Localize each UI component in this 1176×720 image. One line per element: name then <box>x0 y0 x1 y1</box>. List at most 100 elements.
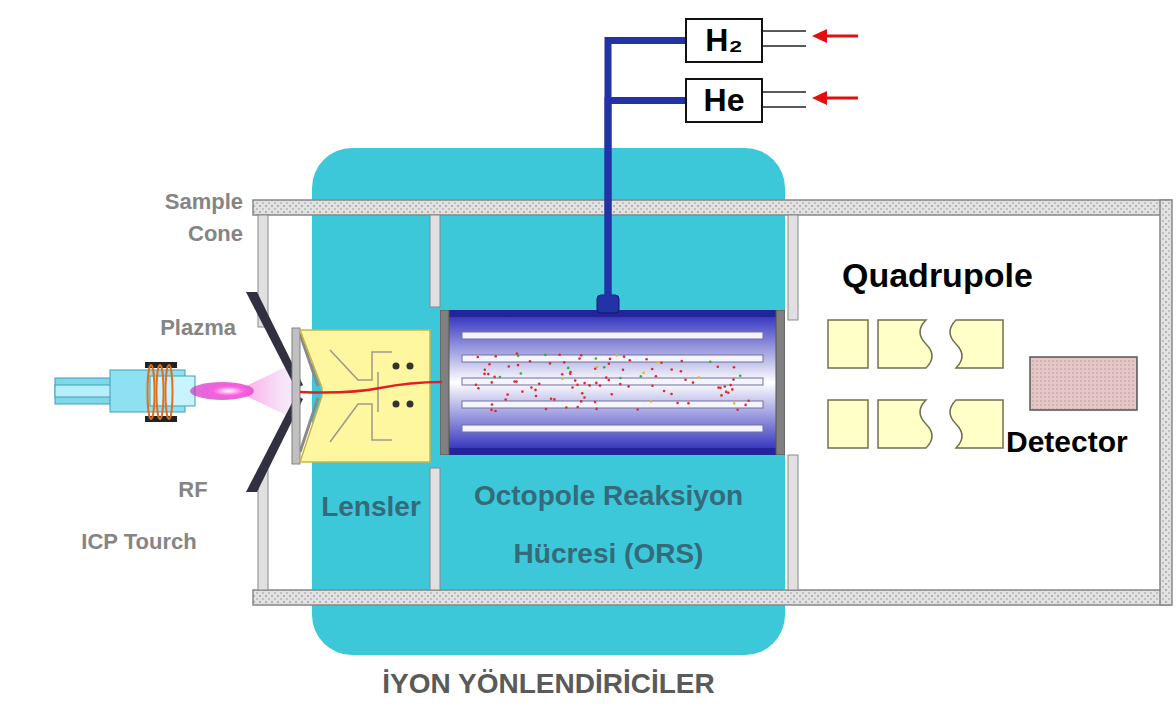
ion-particle <box>744 404 747 407</box>
ion-particle <box>513 380 516 383</box>
ion-particle <box>580 400 583 403</box>
lens-element <box>330 350 392 380</box>
ion-particle <box>490 409 493 412</box>
ion-particle <box>657 361 660 364</box>
ion-particle <box>676 402 679 405</box>
ion-particle <box>530 386 533 389</box>
ion-particle <box>611 393 614 396</box>
flow-arrow <box>812 91 827 105</box>
lens-dot <box>407 363 414 370</box>
ion-particle <box>729 384 732 387</box>
region-shape <box>312 148 785 655</box>
ion-particle <box>483 373 486 376</box>
ion-particle <box>491 381 494 384</box>
gas-name: He <box>704 82 745 119</box>
plasma <box>190 382 254 400</box>
rf-coil <box>166 365 173 419</box>
quadrupole-rod <box>950 400 1003 448</box>
ion-particle <box>670 393 673 396</box>
quadrupole-rod <box>828 400 868 448</box>
ion-particle <box>717 366 720 369</box>
part-label: Lensler <box>314 489 428 525</box>
octopole-rod <box>462 378 763 385</box>
ion-particle <box>731 388 734 391</box>
ion-particle <box>727 392 730 395</box>
ion-particle <box>571 386 574 389</box>
ion-particle <box>517 364 520 367</box>
cell-frame <box>440 310 785 455</box>
ion-particle <box>670 368 673 371</box>
gas-pipe <box>763 106 806 108</box>
ion-particle <box>619 383 622 386</box>
ion-particle <box>508 365 511 368</box>
ion-particle <box>697 376 700 379</box>
ion-particle <box>538 383 541 386</box>
ion-particle <box>720 394 723 397</box>
vacuum-wall <box>430 468 440 590</box>
ion-particle <box>499 376 502 379</box>
cell-title: Octopole Reaksiyon Hücresi (ORS) <box>444 467 773 583</box>
ion-particle <box>717 386 720 389</box>
ion-particle <box>733 402 736 405</box>
part-label: ICP Tourch <box>66 527 212 557</box>
ion-particle <box>636 408 639 411</box>
ion-particle <box>733 366 736 369</box>
cell-interior <box>448 317 777 448</box>
rf-coil <box>148 365 155 419</box>
ion-particle <box>576 384 579 387</box>
gas-pipe <box>763 30 806 32</box>
ion-particle <box>594 368 597 371</box>
ion-particle <box>477 387 480 390</box>
ion-particle <box>506 393 509 396</box>
ion-particle <box>660 361 663 364</box>
ion-particle <box>558 354 561 357</box>
ion-particle <box>627 385 630 388</box>
lens-plate <box>292 328 300 464</box>
ion-particle <box>663 390 666 393</box>
ion-particle <box>484 368 487 371</box>
ion-particle <box>645 358 648 361</box>
cell-end-plate <box>776 310 785 455</box>
ion-particle <box>581 392 584 395</box>
part-label: Plazma <box>146 314 236 342</box>
region-title: İYON YÖNLENDİRİCİLER <box>252 667 845 701</box>
gas-pipe <box>763 45 806 47</box>
lens-element <box>330 404 392 442</box>
ion-particle <box>534 389 537 392</box>
ion-particle <box>488 363 491 366</box>
vacuum-wall <box>788 455 798 590</box>
ion-particle <box>535 395 538 398</box>
vacuum-wall <box>258 470 268 590</box>
ion-particle <box>605 376 608 379</box>
ion-particle <box>475 383 478 386</box>
ion-particle <box>603 366 606 369</box>
ion-particle <box>477 356 480 359</box>
ion-particle <box>544 354 547 357</box>
ion-particle <box>619 377 622 380</box>
ion-particle <box>595 408 598 411</box>
ion-particle <box>493 376 496 379</box>
ion-particle <box>692 381 695 384</box>
housing-wall <box>1160 200 1172 605</box>
ion-particle <box>629 359 632 362</box>
cell-shape <box>440 310 785 455</box>
flow-arrow <box>812 29 827 43</box>
ion-particle <box>595 357 598 360</box>
ion-particle <box>651 384 654 387</box>
gas-inlet-box: H₂ <box>685 18 763 63</box>
lens-dot <box>393 401 400 408</box>
ion-particle <box>487 373 490 376</box>
ion-particle <box>491 403 494 406</box>
ion-particle <box>642 372 645 375</box>
ion-particle <box>561 378 564 381</box>
part-label: Sample Cone <box>138 186 243 250</box>
ion-particle <box>736 409 739 412</box>
housing-wall <box>253 590 1171 605</box>
part-label: RF <box>168 476 218 504</box>
quadrupole-rod <box>878 400 932 448</box>
ion-particle <box>520 372 523 375</box>
ion-particle <box>565 406 568 409</box>
octopole-rod <box>462 355 763 362</box>
ion-particle <box>623 355 626 358</box>
